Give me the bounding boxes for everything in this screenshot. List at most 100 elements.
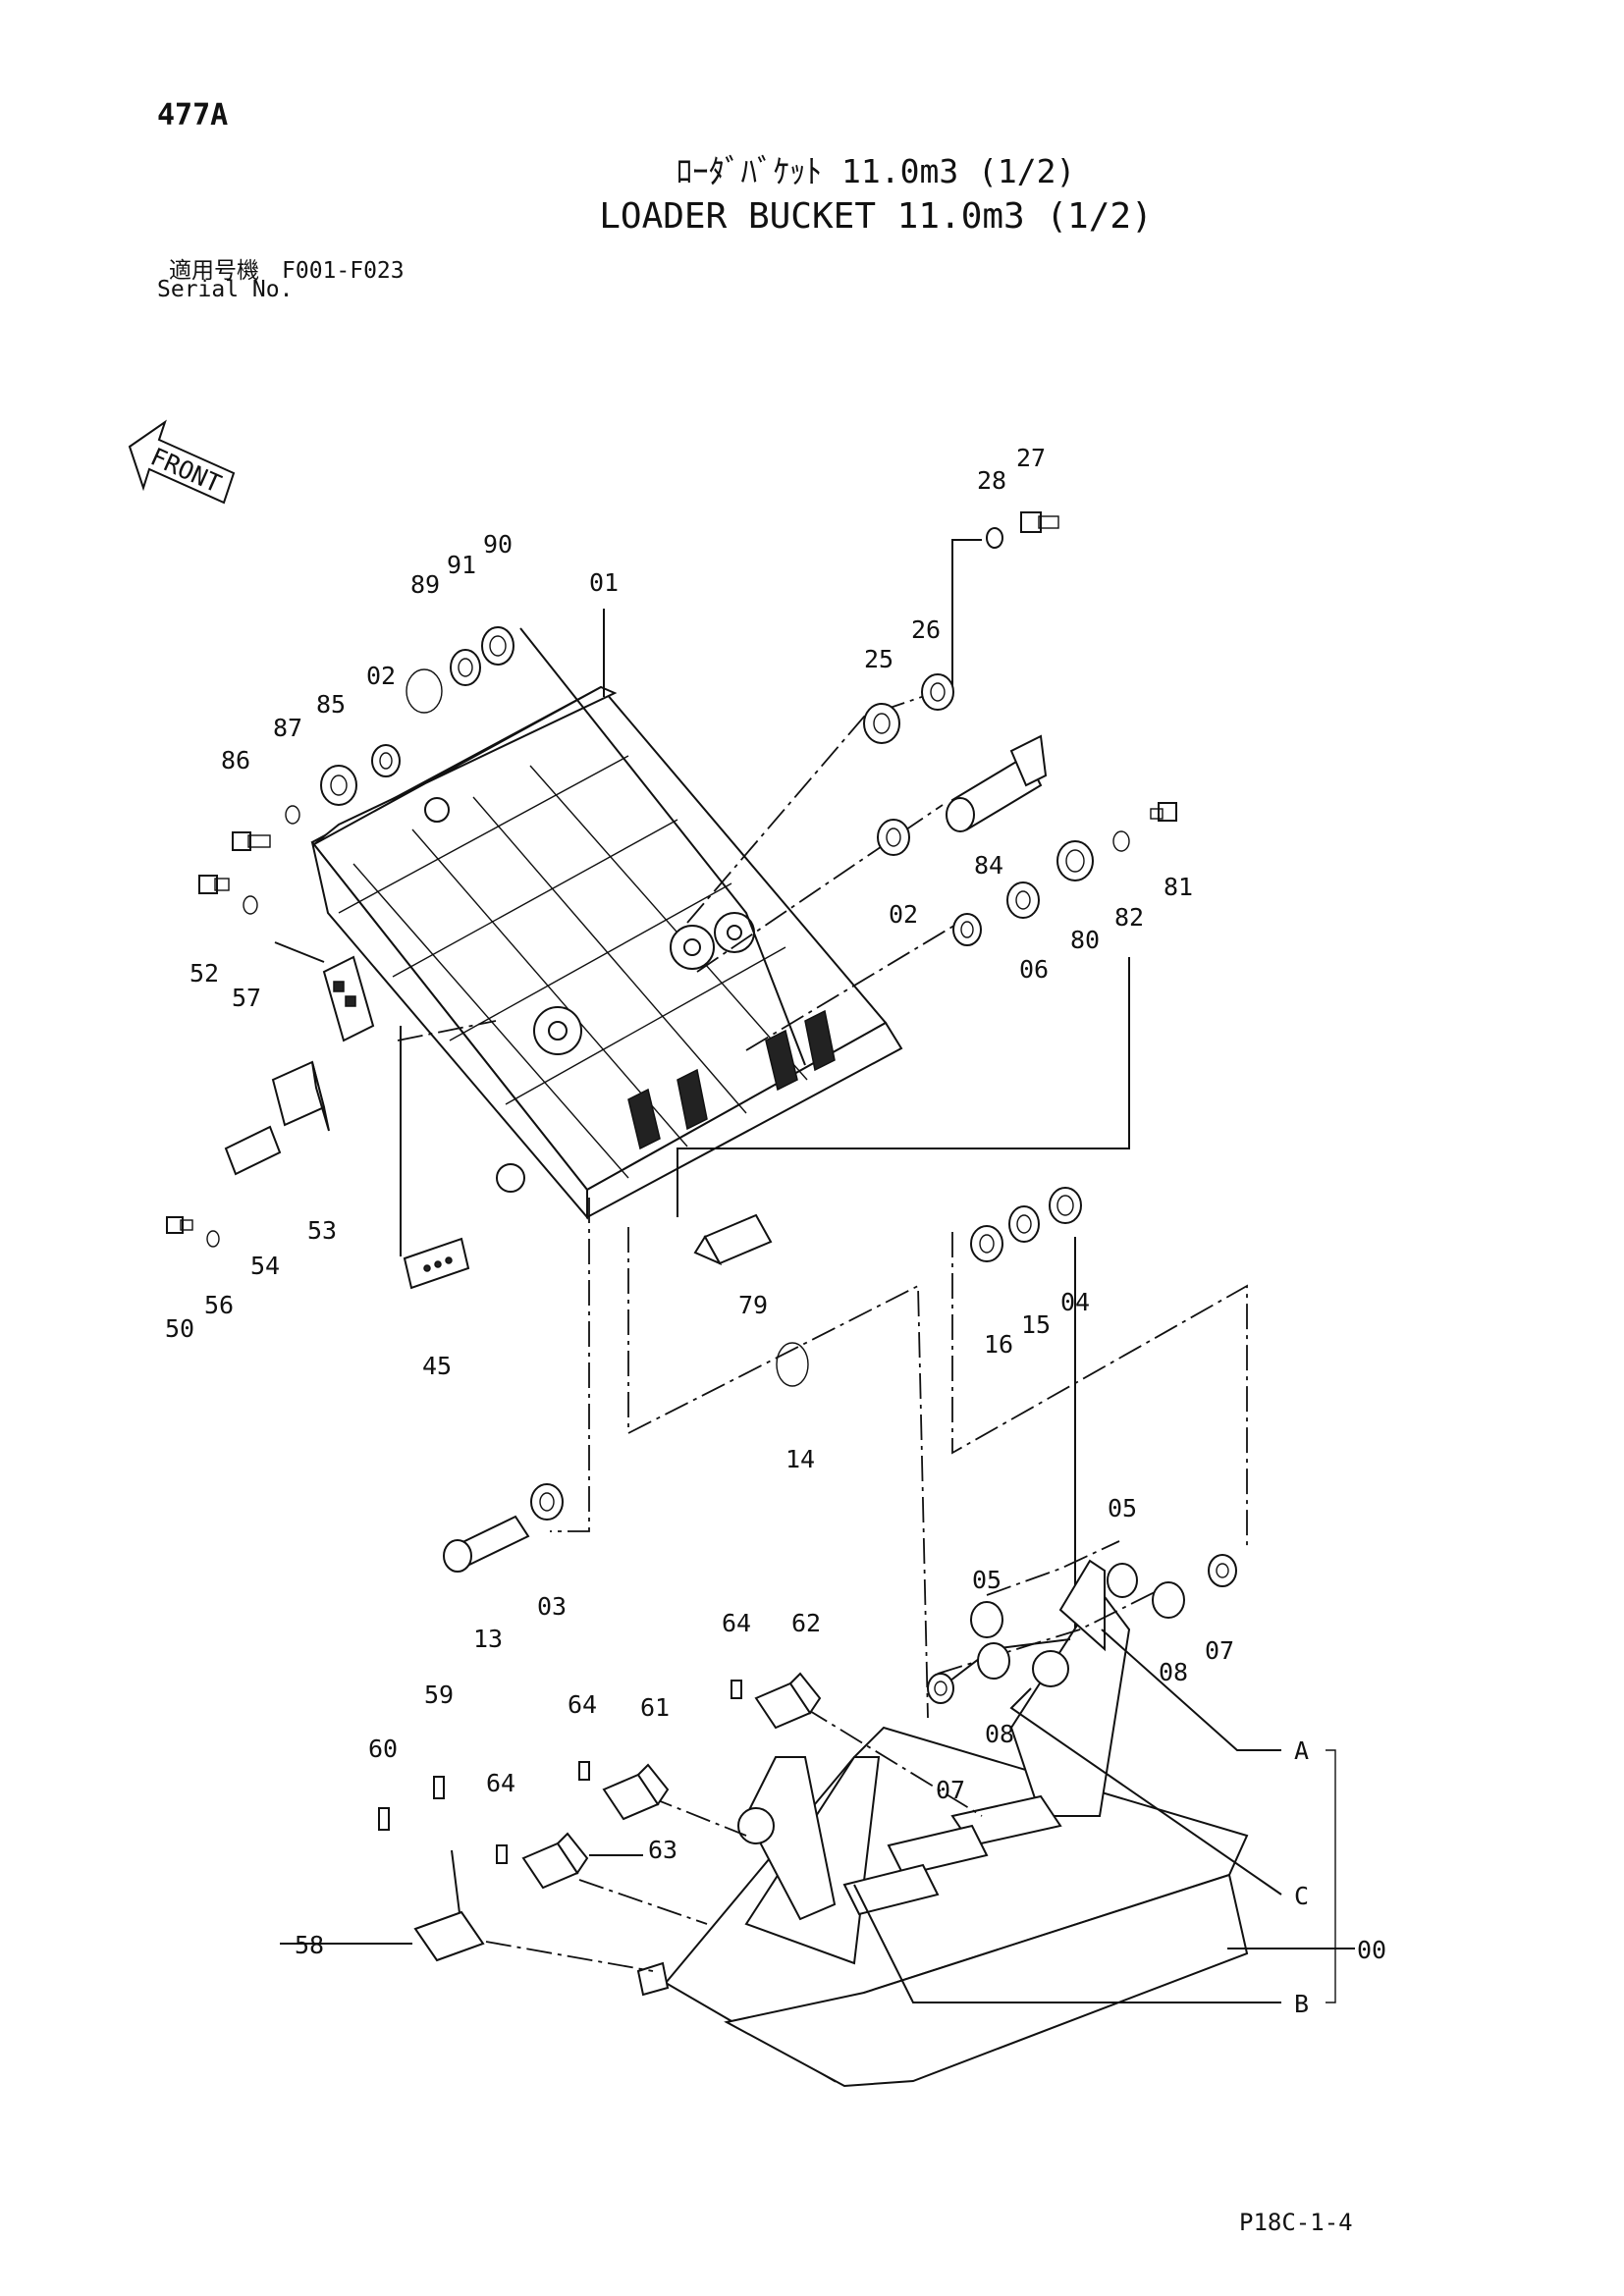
bushing-05-right [1107, 1563, 1138, 1598]
title-japanese: ﾛｰﾀﾞﾊﾞｹｯﾄ 11.0m3 (1/2) [676, 152, 1076, 190]
callout-82: 82 [1114, 903, 1144, 932]
adapter-62 [754, 1672, 822, 1730]
callout-64-c: 64 [486, 1769, 515, 1797]
pin-64-b [578, 1761, 590, 1781]
callout-02-b: 02 [366, 662, 396, 690]
washer-07-right [1208, 1554, 1237, 1587]
shim-16 [970, 1225, 1003, 1262]
callout-64-a: 64 [722, 1609, 751, 1637]
callout-84: 84 [974, 851, 1003, 880]
callout-00: 00 [1357, 1936, 1386, 1964]
group-label-c: C [1294, 1882, 1309, 1910]
callout-85: 85 [316, 690, 346, 719]
callout-06: 06 [1019, 955, 1049, 984]
callout-45: 45 [422, 1352, 452, 1380]
callout-05-b: 05 [972, 1566, 1001, 1594]
callout-90: 90 [483, 530, 513, 559]
callout-54: 54 [250, 1252, 280, 1280]
callout-56: 56 [204, 1291, 234, 1319]
callout-25: 25 [864, 645, 893, 673]
callout-61: 61 [640, 1693, 670, 1722]
shim-90 [481, 626, 514, 666]
callout-52: 52 [189, 959, 219, 988]
callout-16: 16 [984, 1330, 1013, 1359]
washer-56 [206, 1230, 220, 1248]
bushing-26 [921, 673, 954, 711]
pin-13 [443, 1515, 530, 1573]
serial-range: 適用号機 F001-F023 [169, 258, 405, 284]
bolt-81 [1150, 802, 1177, 822]
callout-62: 62 [791, 1609, 821, 1637]
adapter-61 [602, 1763, 670, 1821]
callout-08-b: 08 [985, 1720, 1014, 1748]
bolt-50 [166, 1216, 193, 1234]
callout-53: 53 [307, 1216, 337, 1245]
callout-86: 86 [221, 746, 250, 774]
bushing-25 [863, 703, 900, 744]
front-direction-arrow: FRONT [128, 419, 236, 505]
callout-79: 79 [738, 1291, 768, 1319]
pin-64-c [496, 1844, 508, 1864]
callout-58: 58 [295, 1931, 324, 1959]
callout-26: 26 [911, 615, 941, 644]
adapter-63 [521, 1832, 589, 1890]
seal-80 [1056, 840, 1094, 881]
callout-07-a: 07 [1205, 1636, 1234, 1665]
callout-81: 81 [1164, 873, 1193, 901]
snap-ring-87 [285, 805, 300, 825]
bushing-08-right [1152, 1581, 1185, 1619]
shim-15 [1008, 1205, 1040, 1243]
spacer-02-left [371, 744, 401, 777]
callout-labels: 27 28 26 25 84 02 06 80 82 81 90 91 89 0… [165, 444, 1386, 2018]
pin-79 [693, 1213, 773, 1266]
bushing-04 [1049, 1187, 1082, 1224]
pin-64-a [731, 1680, 742, 1699]
callout-05-a: 05 [1108, 1494, 1137, 1522]
bolt-86 [232, 831, 271, 851]
plate-45 [403, 1237, 470, 1290]
callout-80: 80 [1070, 926, 1100, 954]
shim-91 [450, 649, 481, 686]
page-code: 477A [157, 98, 229, 133]
bushing-05-left [970, 1601, 1003, 1638]
callout-87: 87 [273, 714, 302, 742]
spacer-02-right [877, 819, 910, 856]
callout-01: 01 [589, 568, 619, 597]
seal-85 [320, 765, 357, 806]
washer-28 [986, 527, 1003, 549]
callout-03: 03 [537, 1592, 567, 1621]
callout-60: 60 [368, 1735, 398, 1763]
snap-ring-82 [1112, 830, 1130, 852]
callout-04: 04 [1060, 1288, 1090, 1316]
callout-02-a: 02 [889, 900, 918, 929]
callout-89: 89 [410, 570, 440, 599]
callout-59: 59 [424, 1681, 454, 1709]
callout-64-b: 64 [568, 1690, 597, 1719]
washer-07-left [927, 1673, 954, 1704]
callout-50: 50 [165, 1314, 194, 1343]
pin-59 [433, 1776, 445, 1799]
hex-bolt-27 [1020, 511, 1059, 533]
bolt-52 [198, 875, 230, 894]
callout-08-a: 08 [1159, 1658, 1188, 1686]
callout-07-b: 07 [936, 1776, 965, 1804]
washer-57 [243, 895, 258, 915]
bucket-body-00 [636, 1559, 1249, 2088]
bushing-08-left [977, 1642, 1010, 1680]
bushing-03 [530, 1483, 564, 1521]
callout-28: 28 [977, 466, 1006, 495]
group-label-a: A [1294, 1736, 1309, 1765]
plate-54 [224, 1125, 282, 1176]
pin-84 [946, 734, 1048, 832]
spacer-02-lower [952, 913, 982, 946]
o-ring-89 [406, 668, 443, 714]
front-label: FRONT [146, 442, 226, 498]
group-label-b: B [1294, 1990, 1309, 2018]
title-english: LOADER BUCKET 11.0m3 (1/2) [599, 196, 1153, 237]
callout-63: 63 [648, 1836, 677, 1864]
tooth-58 [413, 1910, 485, 1962]
bushing-06 [1006, 881, 1040, 919]
callout-91: 91 [447, 551, 476, 579]
callout-15: 15 [1021, 1310, 1051, 1339]
